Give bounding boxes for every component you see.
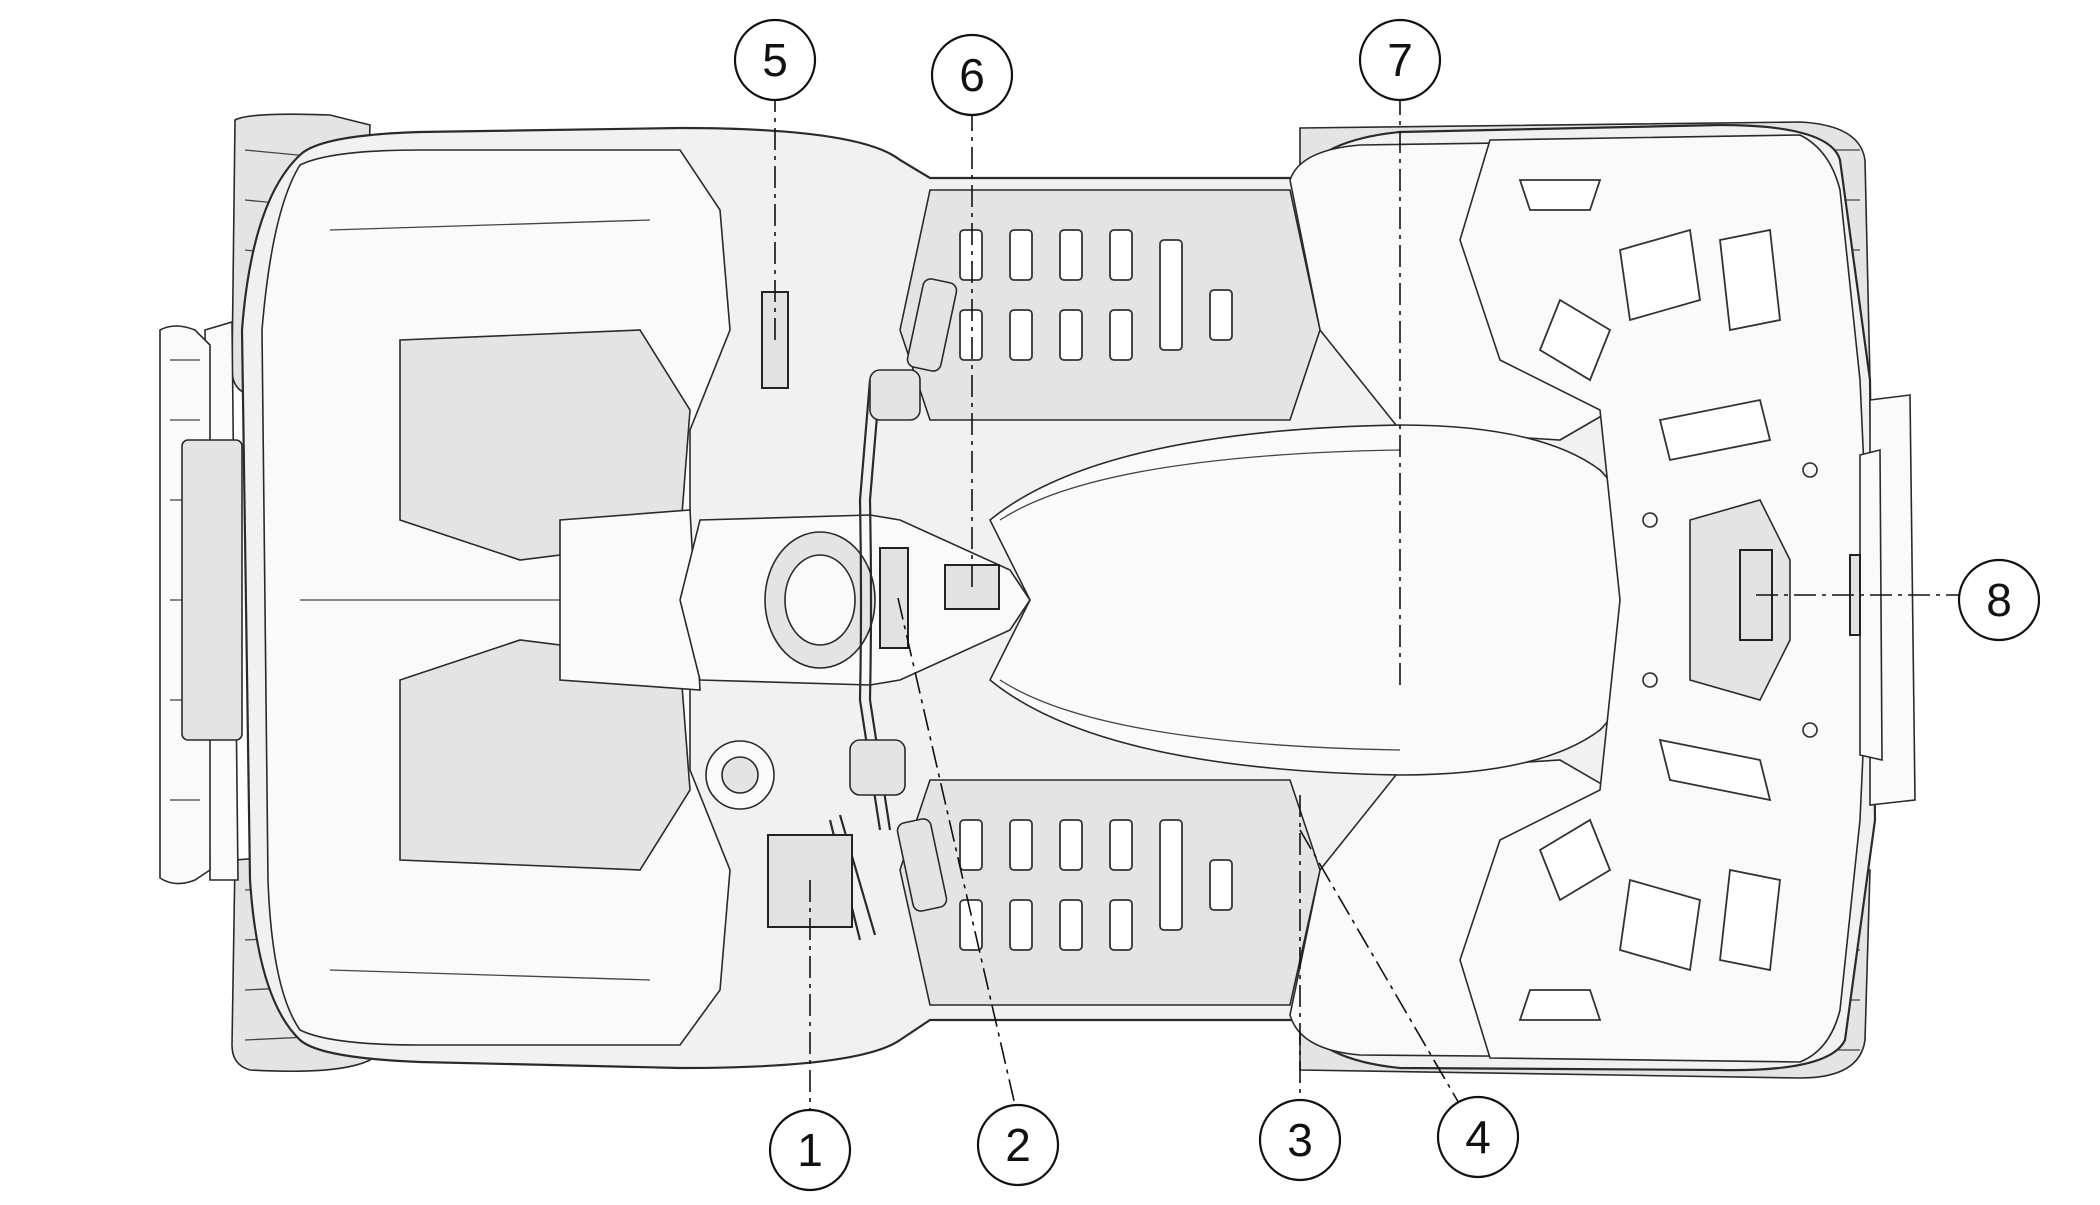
callout-1: 1 xyxy=(768,1108,852,1192)
label-2-rect xyxy=(879,547,909,649)
right-floorboard xyxy=(899,779,1321,1006)
right-grip xyxy=(896,818,948,912)
callout-4-number: 4 xyxy=(1465,1111,1491,1163)
seat xyxy=(988,424,1641,776)
handlebar xyxy=(858,379,882,831)
rear-rack xyxy=(1459,134,1871,1063)
callout-8: 8 xyxy=(1957,558,2041,642)
callout-5-number: 5 xyxy=(762,34,788,86)
callout-4: 4 xyxy=(1436,1095,1520,1179)
callout-7-number: 7 xyxy=(1387,34,1413,86)
callout-5: 5 xyxy=(733,18,817,102)
callout-3: 3 xyxy=(1258,1098,1342,1182)
callout-2: 2 xyxy=(976,1103,1060,1187)
leader-lines xyxy=(774,98,1960,1110)
front-bumper xyxy=(159,320,243,885)
callout-7: 7 xyxy=(1358,18,1442,102)
leader-2 xyxy=(897,597,1016,1106)
callout-6: 6 xyxy=(930,33,1014,117)
callout-8-number: 8 xyxy=(1986,574,2012,626)
left-floorboard xyxy=(899,189,1321,421)
callout-3-number: 3 xyxy=(1287,1114,1313,1166)
callout-6-number: 6 xyxy=(959,49,985,101)
left-grip xyxy=(906,278,958,372)
callouts: 1 2 3 4 5 6 7 8 xyxy=(733,18,2041,1192)
callout-1-number: 1 xyxy=(797,1124,823,1176)
atv-top-view-illustration xyxy=(159,113,1916,1079)
leader-4 xyxy=(1299,829,1461,1106)
callout-2-number: 2 xyxy=(1005,1119,1031,1171)
